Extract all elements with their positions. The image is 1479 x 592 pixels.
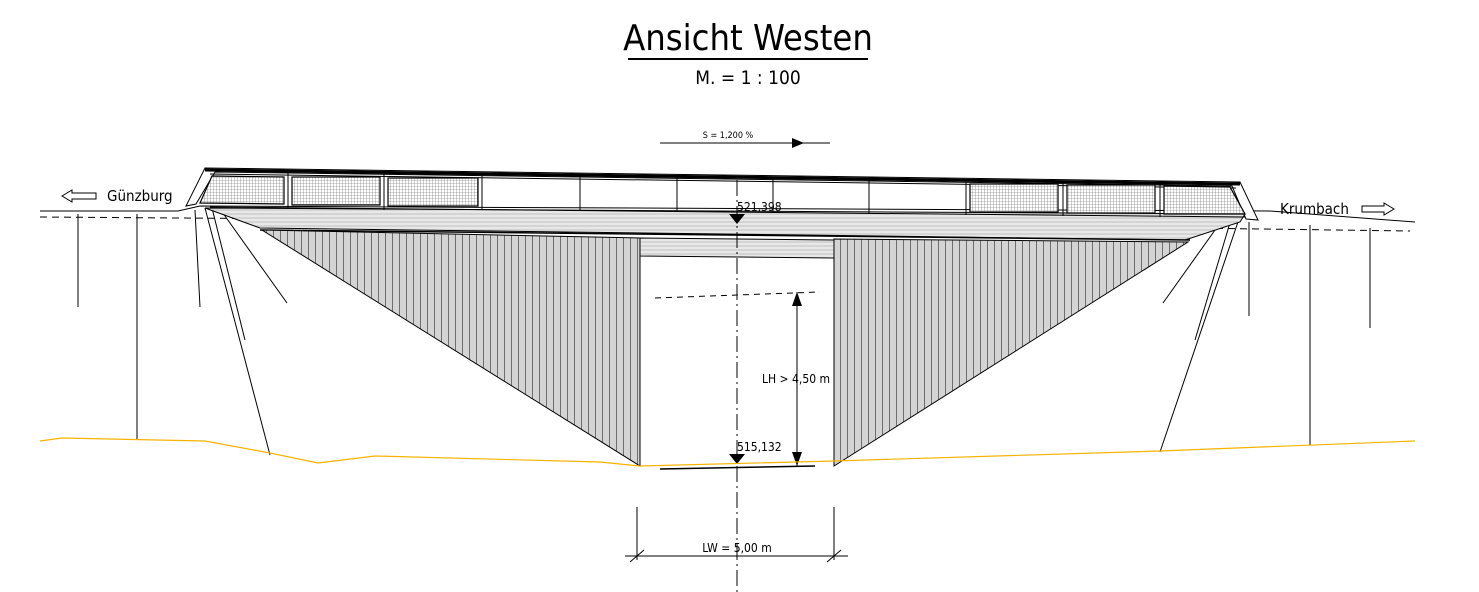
elevation-bottom-label: 515,132 <box>737 440 782 454</box>
elevation-top-label: 521,398 <box>737 200 782 214</box>
road-profile-line <box>40 205 1416 223</box>
terrain-ticks-right <box>1248 222 1371 445</box>
slope-label: S = 1,200 % <box>703 131 754 141</box>
deck-underside-edge <box>259 229 1191 241</box>
clearance-width-label: LW = 5,00 m <box>702 541 771 555</box>
railing-mesh-panels <box>199 175 1247 215</box>
direction-left: Günzburg <box>61 187 173 205</box>
scale-label: M. = 1 : 100 <box>695 67 800 89</box>
clearance-height-arrow-bottom <box>792 452 802 466</box>
slope-arrow-head <box>792 138 804 148</box>
abutment-right <box>833 238 1190 467</box>
arrow-left-icon <box>61 189 97 203</box>
direction-right: Krumbach <box>1280 200 1395 218</box>
arrow-right-icon <box>1361 202 1395 216</box>
clearance-height-label: LH > 4,50 m <box>762 372 830 386</box>
embankment-lines-left <box>204 207 288 456</box>
elevation-marker-top <box>729 214 745 224</box>
railing-posts <box>287 173 1161 217</box>
ground-line <box>39 437 1416 467</box>
terrain-ticks-left <box>77 209 201 440</box>
direction-left-label: Günzburg <box>107 187 173 205</box>
drawing-title: Ansicht Westen <box>623 18 873 59</box>
direction-right-label: Krumbach <box>1280 200 1349 218</box>
elevation-marker-bottom <box>729 454 745 464</box>
abutment-left <box>260 229 641 467</box>
clearance-height-ref-line <box>654 291 821 299</box>
clearance-width-dimension <box>625 507 848 563</box>
bridge-railing <box>185 167 1259 221</box>
clearance-height-arrow-top <box>792 292 802 306</box>
